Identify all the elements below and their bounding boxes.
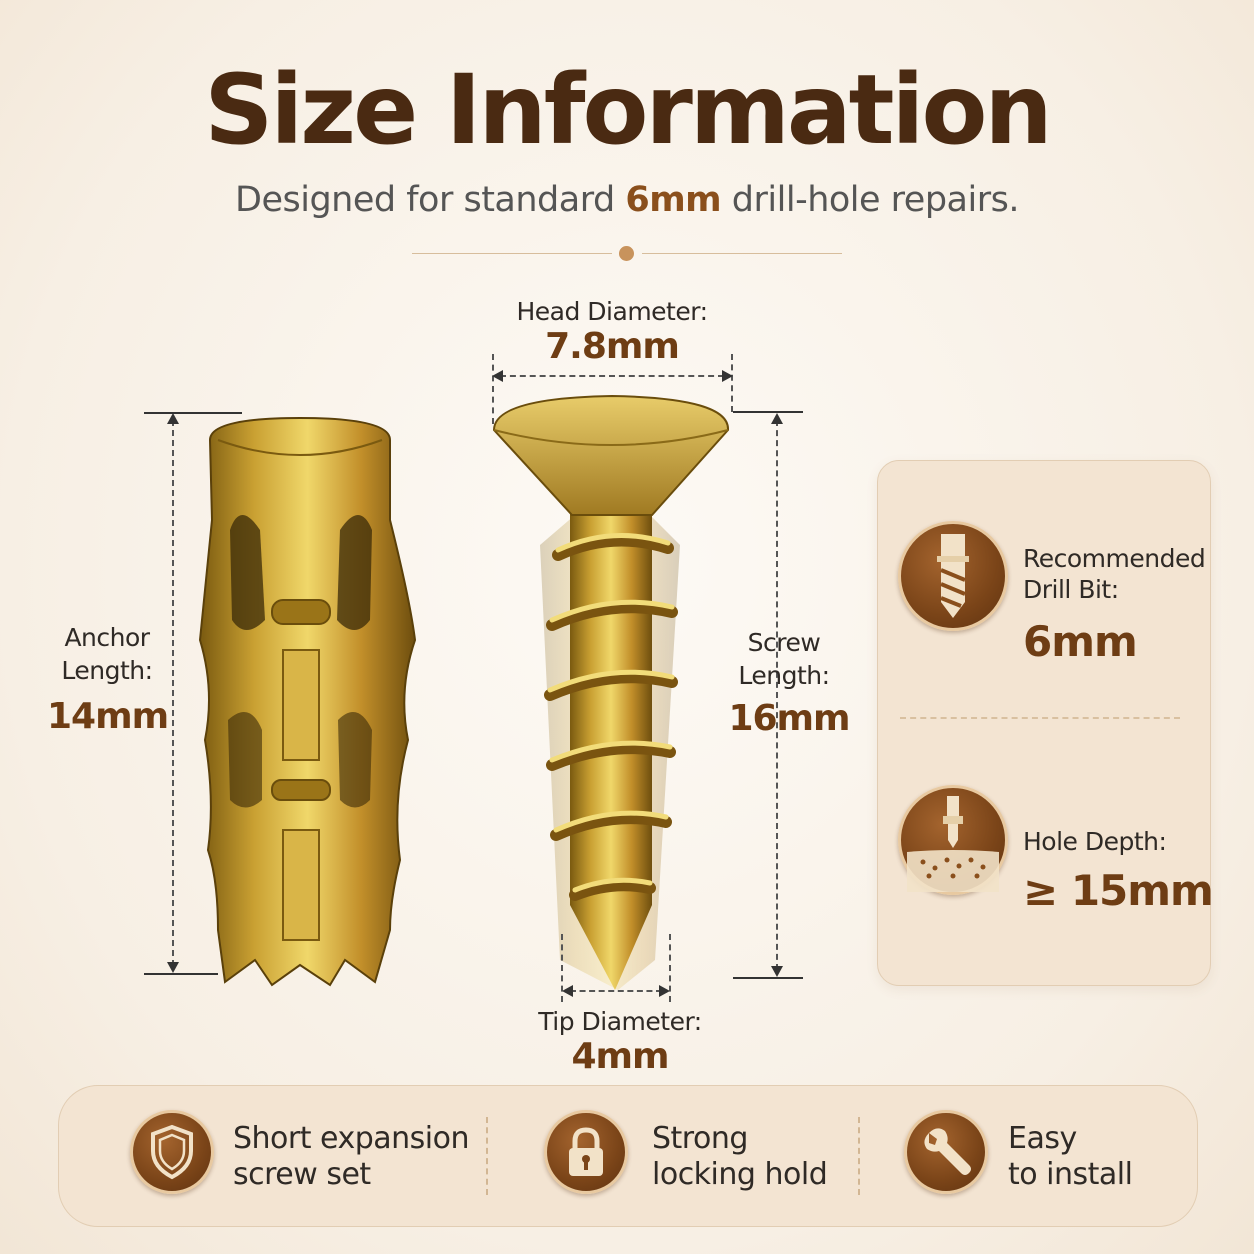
screw-length-tick-bottom: [733, 977, 803, 979]
feature-shield-icon-circle: [130, 1110, 214, 1194]
divider-right: [642, 253, 842, 254]
drill-hole-icon-circle: [898, 785, 1008, 895]
tip-diameter-value: 4mm: [571, 1036, 669, 1077]
feature-2-line2: locking hold: [652, 1157, 828, 1192]
head-diameter-extension-right: [731, 354, 733, 412]
tip-diameter-label: Tip Diameter:: [538, 1007, 702, 1036]
head-diameter-label: Head Diameter:: [516, 297, 708, 326]
feature-3-line1: Easy: [1008, 1121, 1077, 1156]
anchor-length-label: Anchor Length:: [47, 622, 167, 687]
screw-length-line: [776, 420, 778, 970]
screw-image: [492, 394, 730, 990]
drill-bit-label: Recommended Drill Bit:: [1023, 543, 1206, 606]
feature-separator-2: [858, 1117, 860, 1195]
feature-separator-1: [486, 1117, 488, 1195]
screw-length-value: 16mm: [728, 698, 850, 739]
tip-diameter-extension-left: [561, 934, 563, 1002]
spec-card-separator: [900, 717, 1180, 719]
feature-1-line1: Short expansion: [233, 1121, 470, 1156]
screw-length-arrow-up: [771, 413, 783, 424]
anchor-length-arrow-down: [167, 962, 179, 973]
divider-dot: [619, 246, 634, 261]
feature-locking-hold: Strong locking hold: [652, 1121, 828, 1193]
feature-3-line2: to install: [1008, 1157, 1133, 1192]
tip-diameter-line: [570, 990, 662, 992]
page-title: Size Information: [204, 54, 1052, 166]
drill-bit-value: 6mm: [1023, 617, 1138, 666]
anchor-length-tick-bottom: [144, 973, 218, 975]
screw-length-label-line1: Screw: [747, 628, 821, 657]
head-diameter-extension-left: [492, 354, 494, 424]
drill-bit-label-line2: Drill Bit:: [1023, 575, 1119, 605]
tip-diameter-extension-right: [669, 934, 671, 1002]
subtitle-highlight: 6mm: [625, 180, 722, 220]
anchor-image: [198, 416, 417, 987]
page-subtitle: Designed for standard 6mm drill-hole rep…: [0, 180, 1254, 220]
anchor-length-label-line1: Anchor: [64, 623, 150, 652]
subtitle-suffix: drill-hole repairs.: [731, 180, 1020, 220]
hole-depth-value: ≥ 15mm: [1023, 866, 1214, 915]
padlock-icon: [569, 1127, 603, 1176]
feature-short-expansion: Short expansion screw set: [233, 1121, 470, 1193]
drill-bit-icon: [937, 534, 969, 618]
tip-diameter-arrow-right: [659, 985, 670, 997]
screw-length-tick-top: [733, 411, 803, 413]
feature-easy-install: Easy to install: [1008, 1121, 1133, 1193]
screw-length-arrow-down: [771, 966, 783, 977]
shield-icon: [151, 1124, 193, 1180]
wrench-icon: [924, 1128, 971, 1175]
head-diameter-line: [500, 375, 724, 377]
feature-1-line2: screw set: [233, 1157, 371, 1192]
anchor-length-value: 14mm: [47, 696, 169, 737]
anchor-length-line: [172, 420, 174, 966]
feature-wrench-icon-circle: [904, 1110, 988, 1194]
anchor-length-arrow-up: [167, 413, 179, 424]
subtitle-prefix: Designed for standard: [235, 180, 615, 220]
head-diameter-value: 7.8mm: [545, 326, 680, 367]
features-bar: [58, 1085, 1198, 1227]
screw-length-label-line2: Length:: [738, 660, 830, 690]
feature-2-line1: Strong: [652, 1121, 748, 1156]
drill-bit-label-line1: Recommended: [1023, 544, 1206, 573]
divider-left: [412, 253, 612, 254]
anchor-length-label-line2: Length:: [61, 655, 153, 685]
feature-padlock-icon-circle: [544, 1110, 628, 1194]
tip-diameter-arrow-left: [562, 985, 573, 997]
head-diameter-arrow-right: [722, 370, 733, 382]
screw-length-label: Screw Length:: [724, 627, 844, 692]
anchor-length-tick-top: [144, 412, 242, 414]
hole-depth-label: Hole Depth:: [1023, 827, 1167, 856]
head-diameter-arrow-left: [492, 370, 503, 382]
drill-bit-icon-circle: [898, 521, 1008, 631]
drill-hole-icon: [907, 796, 999, 892]
